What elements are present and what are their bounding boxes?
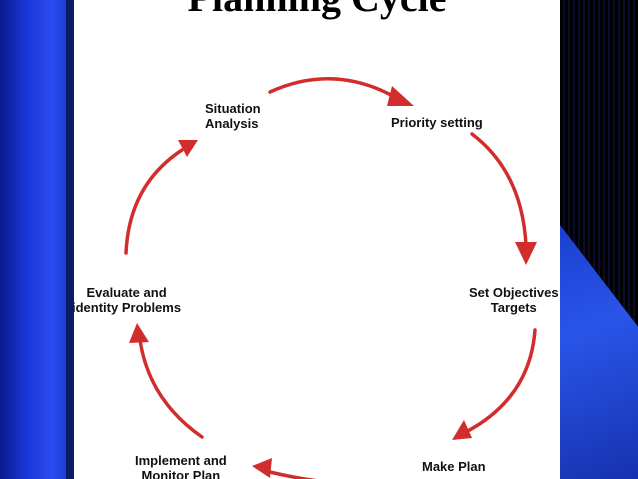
cycle-arrows xyxy=(124,77,537,479)
left-dark-strip xyxy=(66,0,74,479)
node-set-objectives: Set Objectives Targets xyxy=(469,285,559,315)
arrowhead-situation xyxy=(178,140,198,157)
arrow-priority-to-objectives xyxy=(470,132,528,247)
arrow-makeplan-to-implement xyxy=(268,470,318,479)
node-implement-line1: Implement and xyxy=(135,453,227,468)
arrowhead-objectives xyxy=(515,242,537,265)
arrow-objectives-to-makeplan xyxy=(464,328,537,434)
node-objectives-line1: Set Objectives xyxy=(469,285,559,300)
arrowhead-makeplan xyxy=(452,420,472,440)
node-priority-label: Priority setting xyxy=(391,115,483,130)
node-evaluate-line1: Evaluate and xyxy=(86,285,167,300)
arrowhead-implement xyxy=(252,458,272,478)
node-implement-monitor: Implement and Monitor Plan xyxy=(135,453,227,479)
arrow-evaluate-to-situation xyxy=(124,148,184,255)
node-makeplan-label: Make Plan xyxy=(422,459,486,474)
node-situation-analysis: Situation Analysis xyxy=(205,101,261,131)
arrowhead-priority xyxy=(387,86,414,106)
node-evaluate-line2: identity Problems xyxy=(74,300,182,315)
arrow-situation-to-priority xyxy=(268,77,402,102)
node-objectives-line2: Targets xyxy=(490,300,537,315)
node-situation-line2: Analysis xyxy=(205,116,259,131)
slide-title: Planning Cycle xyxy=(74,0,560,21)
left-blue-panel xyxy=(0,0,74,479)
node-implement-line2: Monitor Plan xyxy=(141,468,221,479)
node-priority-setting: Priority setting xyxy=(391,115,483,130)
arrow-implement-to-evaluate xyxy=(138,338,204,439)
node-make-plan: Make Plan xyxy=(422,459,486,474)
arrowhead-evaluate xyxy=(129,323,149,343)
slide-canvas: Situation Analysis Priority setting Set … xyxy=(74,0,560,479)
node-situation-line1: Situation xyxy=(205,101,261,116)
node-evaluate-identify: Evaluate and identity Problems xyxy=(74,285,181,315)
